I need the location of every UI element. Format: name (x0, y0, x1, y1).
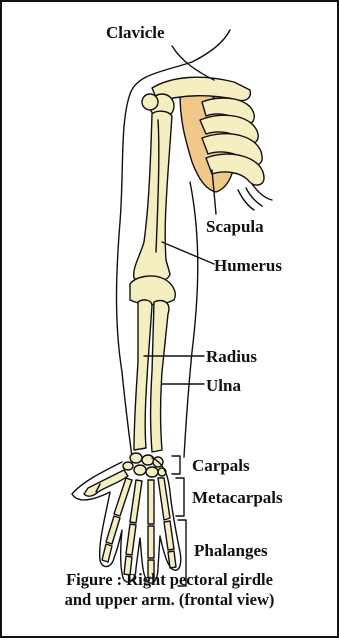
clavicle-leader (172, 46, 214, 80)
label-humerus: Humerus (214, 257, 282, 274)
label-phalanges: Phalanges (194, 542, 268, 559)
label-carpals: Carpals (192, 457, 250, 474)
humerus-leader (162, 242, 214, 264)
label-ulna: Ulna (206, 377, 241, 394)
label-clavicle: Clavicle (106, 24, 165, 41)
label-metacarpals: Metacarpals (192, 489, 283, 506)
metacarpals-bracket (176, 478, 184, 516)
carpal-bones (123, 453, 166, 477)
metacarpal-bones (114, 478, 170, 524)
carpals-bracket (172, 456, 180, 474)
humerus-bone (134, 111, 172, 283)
label-scapula: Scapula (206, 218, 264, 235)
rib-lines (238, 184, 272, 210)
elbow-joint (130, 276, 175, 305)
arm-outline-right (184, 182, 198, 457)
caption-line-2: and upper arm. (frontal view) (2, 590, 337, 610)
label-radius: Radius (206, 348, 257, 365)
figure-caption: Figure : Right pectoral girdle and upper… (2, 570, 337, 610)
radius-bone (134, 300, 152, 450)
ulna-bone (151, 301, 169, 453)
caption-line-1: Figure : Right pectoral girdle (2, 570, 337, 590)
acromion (142, 94, 158, 110)
